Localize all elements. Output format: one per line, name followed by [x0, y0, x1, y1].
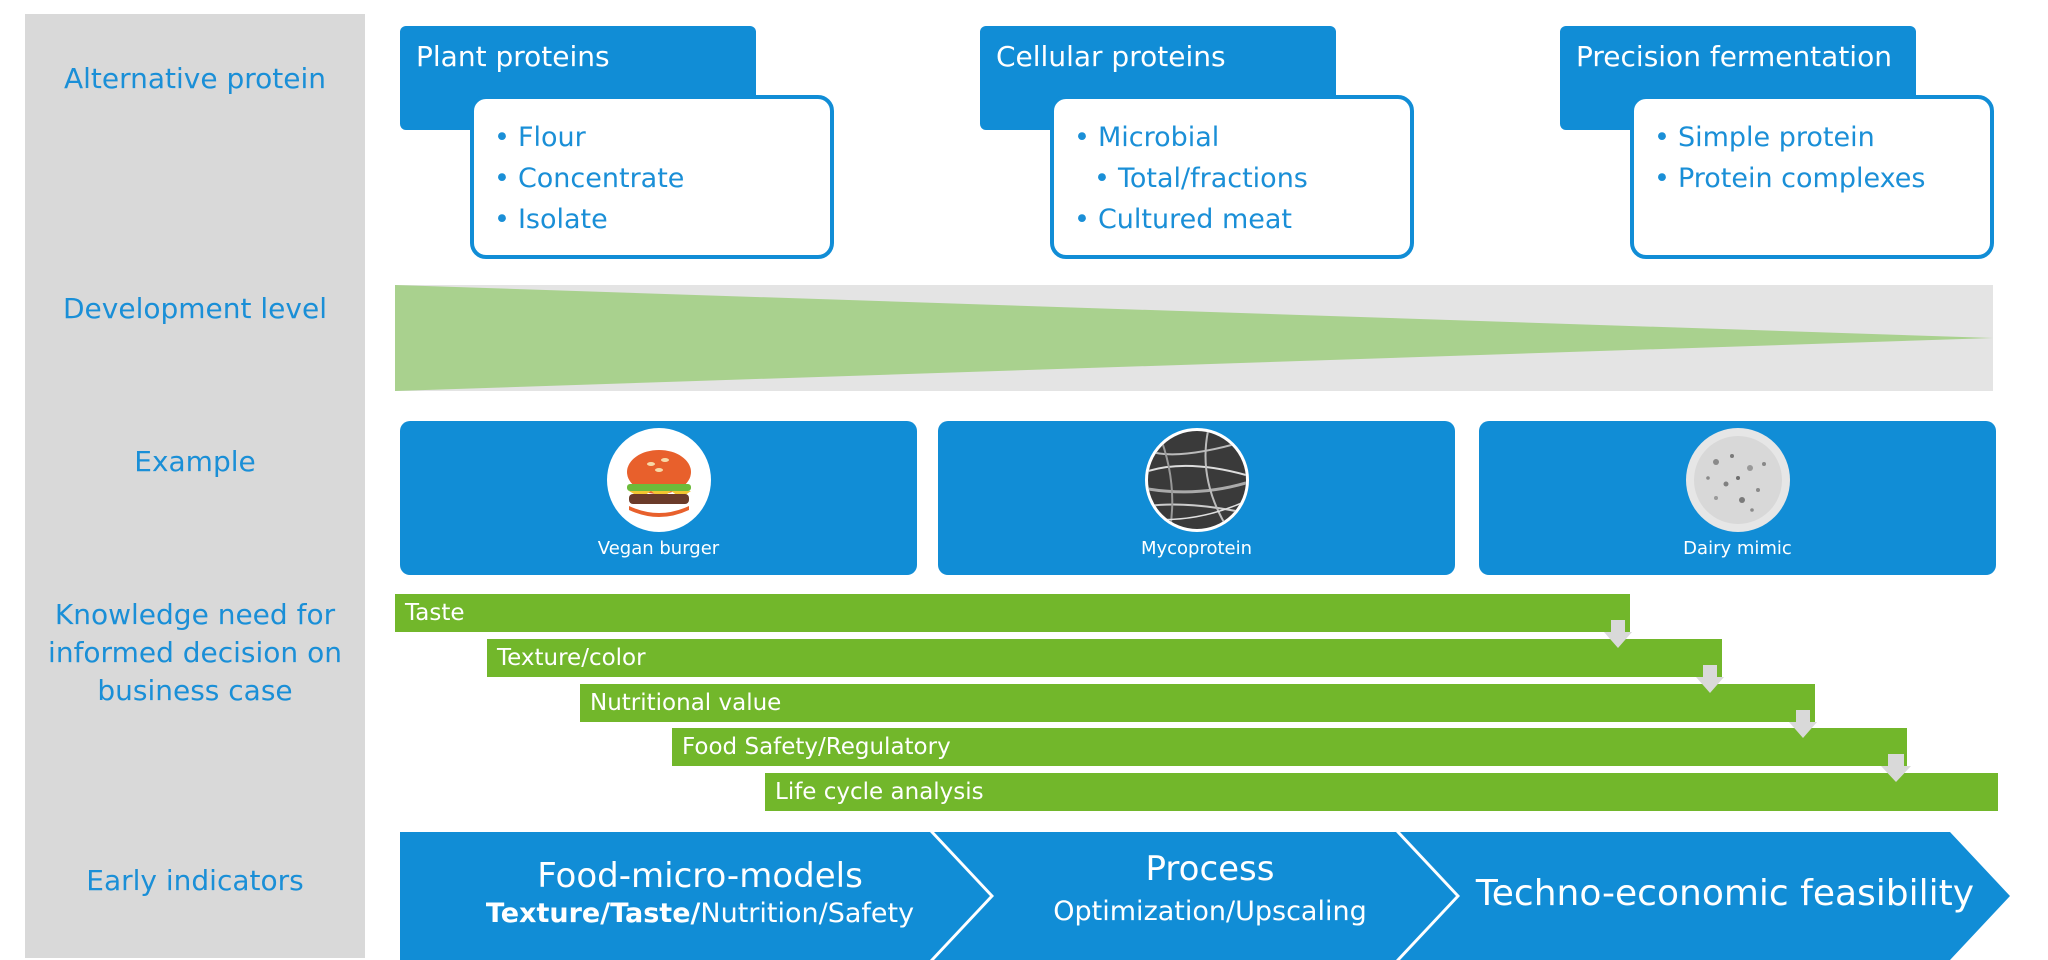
category-list: Flour Concentrate Isolate	[470, 95, 834, 259]
list-item: Total/fractions	[1074, 158, 1390, 199]
knowledge-bar-food-safety: Food Safety/Regulatory	[672, 728, 1907, 766]
arrow-down-icon	[1696, 665, 1724, 693]
indicator-title: Food-micro-models	[537, 856, 863, 896]
label-knowledge-line-3: business case	[97, 674, 293, 707]
example-card-mycoprotein: Mycoprotein	[938, 421, 1455, 575]
example-caption: Dairy mimic	[1683, 538, 1792, 559]
burger-icon	[606, 428, 711, 532]
indicator-food-micro-models: Food-micro-models Texture/Taste/Nutritio…	[430, 855, 970, 931]
chevron-food-micro-models	[400, 832, 990, 960]
list-item: Isolate	[494, 199, 810, 240]
development-level-wedge	[395, 285, 1993, 391]
category-list: Microbial Total/fractions Cultured meat	[1050, 95, 1414, 259]
list-item: Concentrate	[494, 158, 810, 199]
indicator-subtitle-rest: Nutrition/Safety	[700, 898, 915, 929]
list-item: Microbial	[1074, 117, 1390, 158]
label-alternative-protein: Alternative protein	[63, 62, 327, 95]
indicator-subtitle: Texture/Taste/Nutrition/Safety	[430, 897, 970, 931]
label-knowledge-line-2: informed decision on	[48, 636, 342, 669]
category-title: Precision fermentation	[1560, 26, 1916, 130]
label-knowledge-line-1: Knowledge need for	[54, 598, 336, 631]
development-triangle	[395, 285, 1993, 391]
example-caption: Mycoprotein	[1140, 538, 1253, 559]
mycoprotein-micrograph-icon	[1144, 428, 1249, 532]
dairy-micrograph-icon	[1685, 428, 1790, 532]
arrow-down-icon	[1604, 620, 1632, 648]
label-example: Example	[134, 445, 256, 478]
category-list: Simple protein Protein complexes	[1630, 95, 1994, 259]
indicator-subtitle: Optimization/Upscaling	[1053, 896, 1367, 927]
indicator-techno-economic-feasibility: Techno-economic feasibility	[1475, 873, 1975, 914]
knowledge-bar-taste: Taste	[395, 594, 1630, 632]
list-item: Cultured meat	[1074, 199, 1390, 240]
arrow-down-icon	[1881, 754, 1911, 782]
label-column	[25, 14, 365, 958]
label-knowledge-need: Knowledge need for informed decision on …	[25, 596, 365, 710]
early-indicators-chevrons	[400, 832, 2010, 960]
knowledge-bar-texture-color: Texture/color	[487, 639, 1722, 677]
indicator-subtitle-emphasis: Texture/Taste/	[485, 898, 701, 929]
label-development-level: Development level	[63, 292, 327, 325]
label-early-indicators: Early indicators	[86, 864, 304, 897]
chevron-process	[934, 832, 1456, 960]
arrow-down-icon	[1789, 710, 1817, 738]
list-item: Protein complexes	[1654, 158, 1970, 199]
example-caption: Vegan burger	[597, 538, 720, 559]
list-item: Flour	[494, 117, 810, 158]
list-item: Simple protein	[1654, 117, 1970, 158]
example-card-dairy-mimic: Dairy mimic	[1479, 421, 1996, 575]
example-card-vegan-burger: Vegan burger	[400, 421, 917, 575]
knowledge-bar-life-cycle-analysis: Life cycle analysis	[765, 773, 1998, 811]
chevron-techno-economic	[1400, 832, 2010, 960]
indicator-process: Process Optimization/Upscaling	[990, 848, 1430, 934]
indicator-title: Process	[1145, 849, 1275, 889]
knowledge-bar-nutritional-value: Nutritional value	[580, 684, 1815, 722]
